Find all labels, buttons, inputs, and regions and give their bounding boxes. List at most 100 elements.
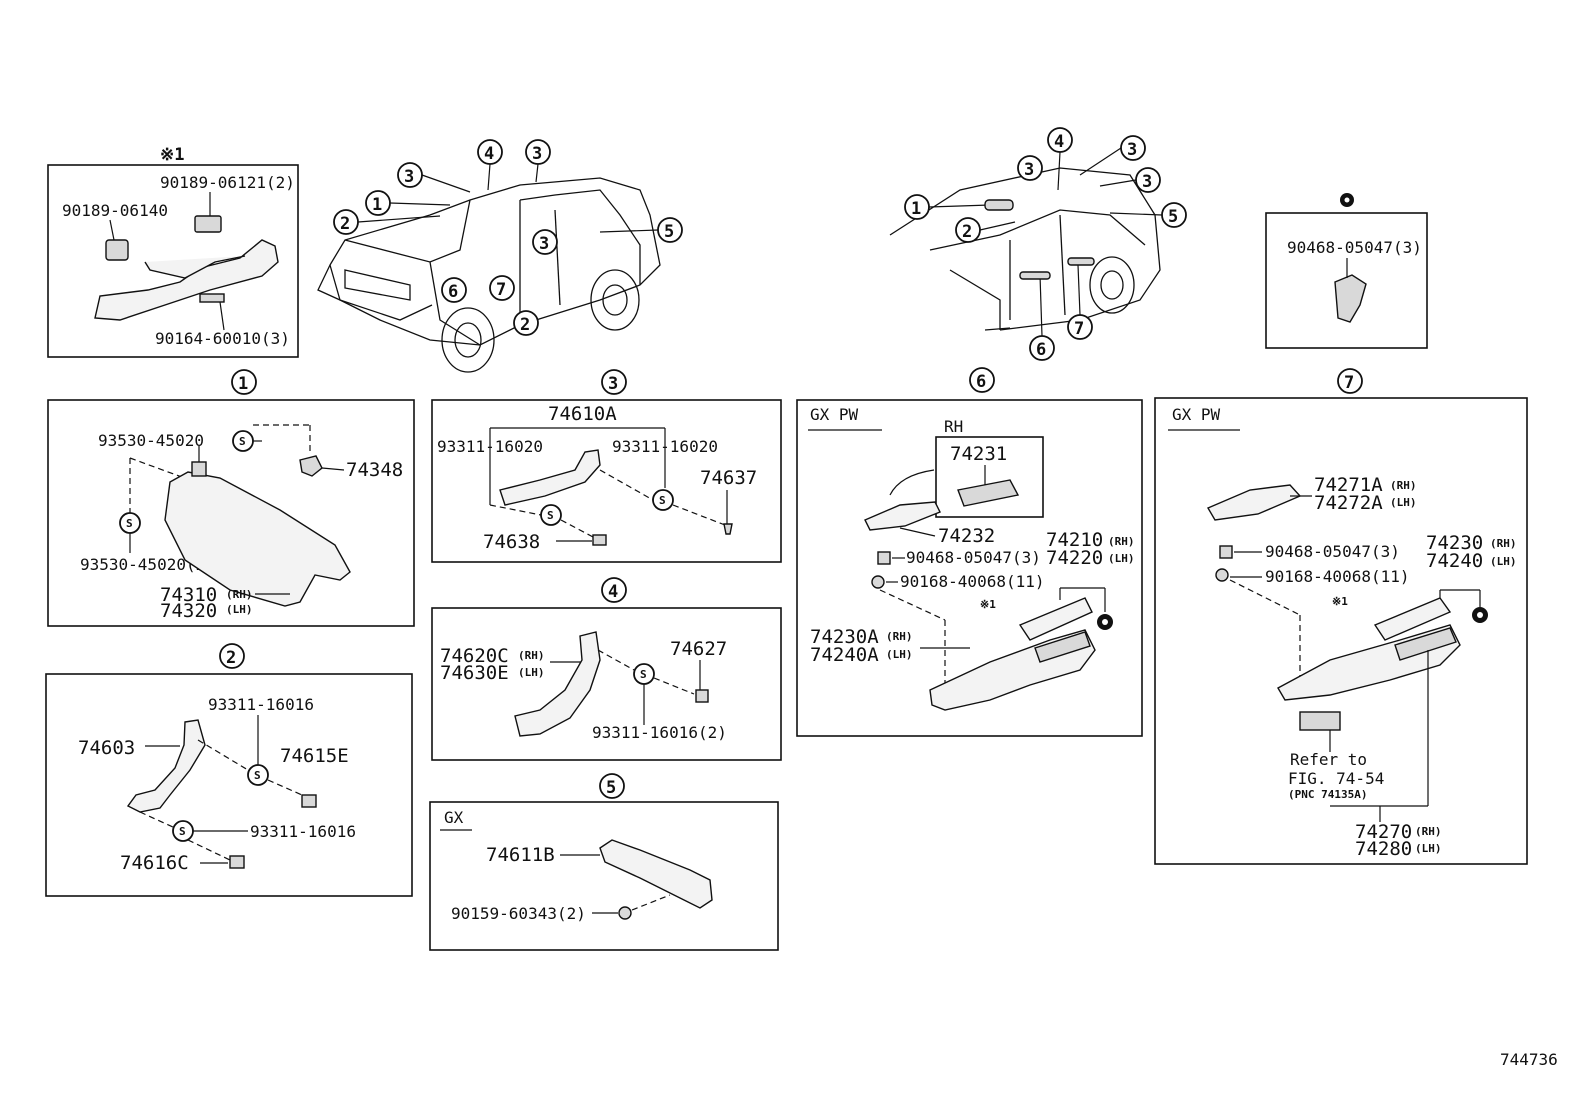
lh-tag: (LH) — [886, 648, 913, 661]
part-label: 74230 — [1426, 532, 1483, 554]
section-3: 3 74610A 93311-16020 93311-16020 74637 S… — [431, 369, 782, 563]
s-mark: S — [179, 825, 186, 838]
vehicle-rear-callouts: 4 3 3 3 1 5 2 7 6 — [904, 127, 1187, 361]
cap-icon — [592, 534, 607, 546]
part-label: 74615E — [280, 745, 349, 767]
part-label: 93530-45020(2) — [80, 555, 215, 574]
part-label: 90468-05047(3) — [906, 548, 1041, 567]
part-label: 74627 — [670, 638, 727, 660]
lh-tag: (LH) — [1490, 555, 1517, 568]
part-label: 74320 — [160, 600, 217, 622]
s-mark: S — [547, 509, 554, 522]
part-label: 74348 — [346, 459, 403, 481]
s-mark: S — [126, 517, 133, 530]
part-label: 93311-16020 — [437, 437, 543, 456]
part-label: 90189-06140 — [62, 201, 168, 220]
callout-3: 3 — [539, 234, 549, 254]
cap-icon — [695, 689, 709, 703]
switch-part — [1034, 631, 1091, 663]
s-mark: S — [640, 668, 647, 681]
variant-label: GX PW — [810, 405, 859, 424]
clip-icon — [194, 215, 222, 233]
cap-icon — [229, 855, 245, 869]
part-label: 93311-16016 — [250, 822, 356, 841]
callout-3: 3 — [1127, 140, 1137, 160]
section-2: 2 93311-16016 74603 S 74615E S 93311-160… — [45, 643, 413, 897]
lh-tag: (LH) — [1415, 842, 1442, 855]
rh-tag: (RH) — [518, 649, 545, 662]
part-label: 74603 — [78, 737, 135, 759]
callout-3: 3 — [1142, 172, 1152, 192]
refer-text: FIG. 74-54 — [1288, 769, 1384, 788]
part-label: 74611B — [486, 844, 555, 866]
cap-icon — [723, 523, 733, 535]
part-label: 90189-06121(2) — [160, 173, 295, 192]
vehicle-front-callouts: 3 4 3 1 2 3 5 6 7 2 — [333, 139, 683, 336]
part-label: 74616C — [120, 852, 189, 874]
part-label: 90168-40068(11) — [900, 572, 1045, 591]
section-5-marker: 5 — [606, 778, 616, 798]
part-label: 93311-16016 — [208, 695, 314, 714]
callout-2: 2 — [962, 222, 972, 242]
rh-tag: (RH) — [226, 588, 253, 601]
section-4: 4 74620C (RH) 74630E (LH) 74627 S 93311-… — [431, 577, 782, 761]
s-mark: S — [659, 494, 666, 507]
part-label: 74271A — [1314, 474, 1383, 496]
armrest-part — [94, 239, 279, 321]
clip-detail-box: 90468-05047(3) — [1265, 193, 1428, 349]
part-label: 90168-40068(11) — [1265, 567, 1410, 586]
variant-label: GX PW — [1172, 405, 1221, 424]
callout-5: 5 — [664, 222, 674, 242]
lh-tag: (LH) — [518, 666, 545, 679]
callout-4: 4 — [1054, 132, 1064, 152]
part-label: 93311-16020 — [612, 437, 718, 456]
refer-text: Refer to — [1290, 750, 1367, 769]
part-label: 74310 — [160, 584, 217, 606]
callout-7: 7 — [1074, 319, 1084, 339]
part-label: 74638 — [483, 531, 540, 553]
part-label: 74630E — [440, 662, 509, 684]
rh-tag: (RH) — [1108, 535, 1135, 548]
callout-3: 3 — [1024, 160, 1034, 180]
part-label: 74231 — [950, 443, 1007, 465]
part-label: 90164-60010(3) — [155, 329, 290, 348]
part-label: 90468-05047(3) — [1287, 238, 1422, 257]
part-label: 74610A — [548, 403, 617, 425]
diagram-ref-number: 744736 — [1500, 1050, 1558, 1069]
part-label: 74637 — [700, 467, 757, 489]
s-mark: S — [239, 435, 246, 448]
screw-icon — [199, 293, 225, 303]
vehicle-rear-view — [889, 167, 1161, 331]
section-1: 1 93530-45020 S 74348 S 93530-45020(2) 7… — [47, 369, 415, 627]
lh-tag: (LH) — [1108, 552, 1135, 565]
part-label: 74280 — [1355, 838, 1412, 860]
callout-6: 6 — [1036, 340, 1046, 360]
part-label: 74620C — [440, 645, 509, 667]
rh-tag: (RH) — [1490, 537, 1517, 550]
screw-icon — [618, 906, 632, 920]
callout-2: 2 — [520, 315, 530, 335]
lh-tag: (LH) — [1390, 496, 1417, 509]
callout-4: 4 — [484, 144, 494, 164]
switch-panel-part — [864, 501, 941, 531]
section-7-marker: 7 — [1344, 373, 1354, 393]
cap-icon — [301, 794, 317, 808]
part-label: 74230A — [810, 626, 879, 648]
note-mark: ※1 — [1332, 595, 1348, 608]
part-label: 74210 — [1046, 529, 1103, 551]
part-label: 74232 — [938, 525, 995, 547]
switch-part — [1394, 627, 1457, 661]
section-5: 5 GX 74611B 90159-60343(2) — [429, 773, 779, 951]
section-3-marker: 3 — [608, 374, 618, 394]
section-1-marker: 1 — [238, 374, 248, 394]
section-6-marker: 6 — [976, 372, 986, 392]
callout-5: 5 — [1168, 207, 1178, 227]
part-label: 74220 — [1046, 547, 1103, 569]
rh-tag: (RH) — [1390, 479, 1417, 492]
refer-text: (PNC 74135A) — [1288, 788, 1367, 801]
clip-icon — [1219, 545, 1233, 559]
part-label: 90159-60343(2) — [451, 904, 586, 923]
note-mark: ※1 — [160, 145, 184, 165]
rh-label: RH — [944, 417, 963, 436]
